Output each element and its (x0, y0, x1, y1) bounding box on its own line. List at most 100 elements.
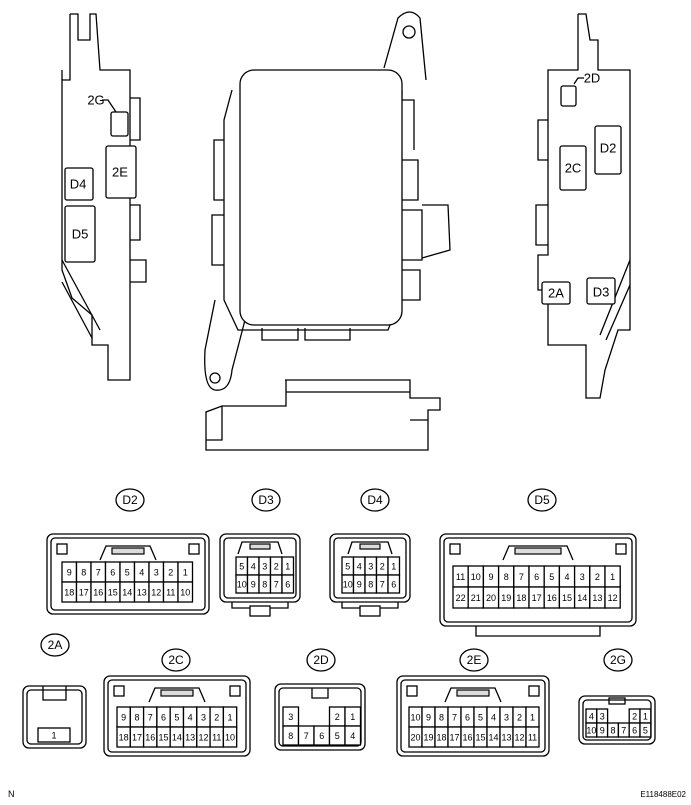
pin-number: 15 (108, 588, 118, 598)
pin-number: 10 (586, 726, 596, 736)
pin-number: 1 (228, 713, 233, 723)
connector-housing-inner (50, 537, 206, 611)
pin-number: 6 (161, 713, 166, 723)
latch (99, 545, 157, 561)
location-label-2e: 2E (112, 165, 128, 180)
pin-number: 4 (589, 712, 594, 722)
pin-cell (639, 722, 652, 738)
pin-number: 10 (237, 580, 247, 590)
pin-number: 6 (465, 713, 470, 723)
pin-number: 12 (514, 733, 524, 743)
pin-number: 5 (335, 731, 340, 741)
connector-2a: 2A 1 (22, 633, 87, 749)
connector-tag-outline (603, 648, 633, 672)
pin-cell (177, 581, 194, 603)
pin-number: 8 (439, 713, 444, 723)
pin-number: 10 (343, 580, 353, 590)
latch (444, 687, 502, 703)
bottom-clip (359, 605, 381, 617)
pin-number: 1 (530, 713, 535, 723)
bottom-rail (475, 626, 601, 637)
pin-number: 9 (357, 580, 362, 590)
pin-number: 21 (471, 593, 481, 603)
location-label-d4: D4 (70, 177, 87, 192)
pin-number: 9 (488, 572, 493, 582)
pin-number: 2 (595, 572, 600, 582)
pin-number: 16 (547, 593, 557, 603)
pin-number: 4 (357, 562, 362, 572)
latch (502, 545, 574, 561)
pin-number: 7 (452, 713, 457, 723)
pin-number: 6 (534, 572, 539, 582)
latch (608, 697, 626, 705)
pin-number: 1 (643, 712, 648, 722)
connector-housing-inner (26, 689, 83, 745)
pin-number: 7 (96, 568, 101, 578)
pin-number: 6 (319, 731, 324, 741)
latch (148, 687, 206, 703)
pin-number: 8 (262, 580, 267, 590)
pin-number: 4 (251, 562, 256, 572)
pin-number: 7 (380, 580, 385, 590)
pin-number: 7 (274, 580, 279, 590)
pin-number: 14 (488, 733, 498, 743)
pin-number: 15 (475, 733, 485, 743)
pin-number: 20 (486, 593, 496, 603)
connector-tag-outline (115, 488, 145, 512)
connector-tag-label: 2C (168, 653, 184, 667)
pin-number: 7 (519, 572, 524, 582)
pin-number: 14 (172, 733, 182, 743)
connector-tag-label: 2D (313, 653, 329, 667)
key-right (528, 685, 540, 697)
pin-number: 15 (562, 593, 572, 603)
connector-housing-inner (223, 537, 297, 599)
bottom-clip (249, 605, 271, 617)
pin-number: 3 (600, 712, 605, 722)
pin-number: 2 (335, 712, 340, 722)
connector-tag-outline (40, 633, 70, 657)
pin-number: 5 (643, 726, 648, 736)
pin-number: 3 (262, 562, 267, 572)
pin-number: 17 (132, 733, 142, 743)
center-top-view (204, 11, 451, 451)
latch (237, 541, 283, 555)
key-right (229, 685, 241, 697)
pin-number: 8 (610, 726, 615, 736)
pin-number: 17 (532, 593, 542, 603)
pin-number: 1 (51, 731, 56, 741)
pin-number: 5 (125, 568, 130, 578)
pin-number: 2 (214, 713, 219, 723)
connector-tag-outline (161, 648, 191, 672)
pin-number: 2 (168, 568, 173, 578)
latch-tab (514, 547, 562, 555)
key-left (56, 543, 68, 555)
location-label-2a: 2A (548, 286, 564, 301)
pin-cell (344, 725, 362, 746)
pin-number: 1 (610, 572, 615, 582)
latch-tab (456, 689, 490, 697)
latch-tab (111, 547, 145, 555)
pin-number: 16 (462, 733, 472, 743)
pin-number: 10 (471, 572, 481, 582)
pin-number: 16 (145, 733, 155, 743)
pin-number: 9 (600, 726, 605, 736)
pin-number: 16 (93, 588, 103, 598)
pin-number: 7 (304, 731, 309, 741)
connector-tag-label: D2 (122, 493, 138, 507)
pin-cell (281, 574, 295, 594)
pin-number: 20 (410, 733, 420, 743)
connector-tag-label: 2A (48, 638, 63, 652)
pin-number: 14 (122, 588, 132, 598)
pin-cell (525, 726, 540, 748)
pin-number: 2 (380, 562, 385, 572)
pin-number: 12 (151, 588, 161, 598)
pin-number: 9 (426, 713, 431, 723)
pin-number: 11 (166, 588, 175, 598)
pin-number: 4 (491, 713, 496, 723)
pin-number: 9 (251, 580, 256, 590)
